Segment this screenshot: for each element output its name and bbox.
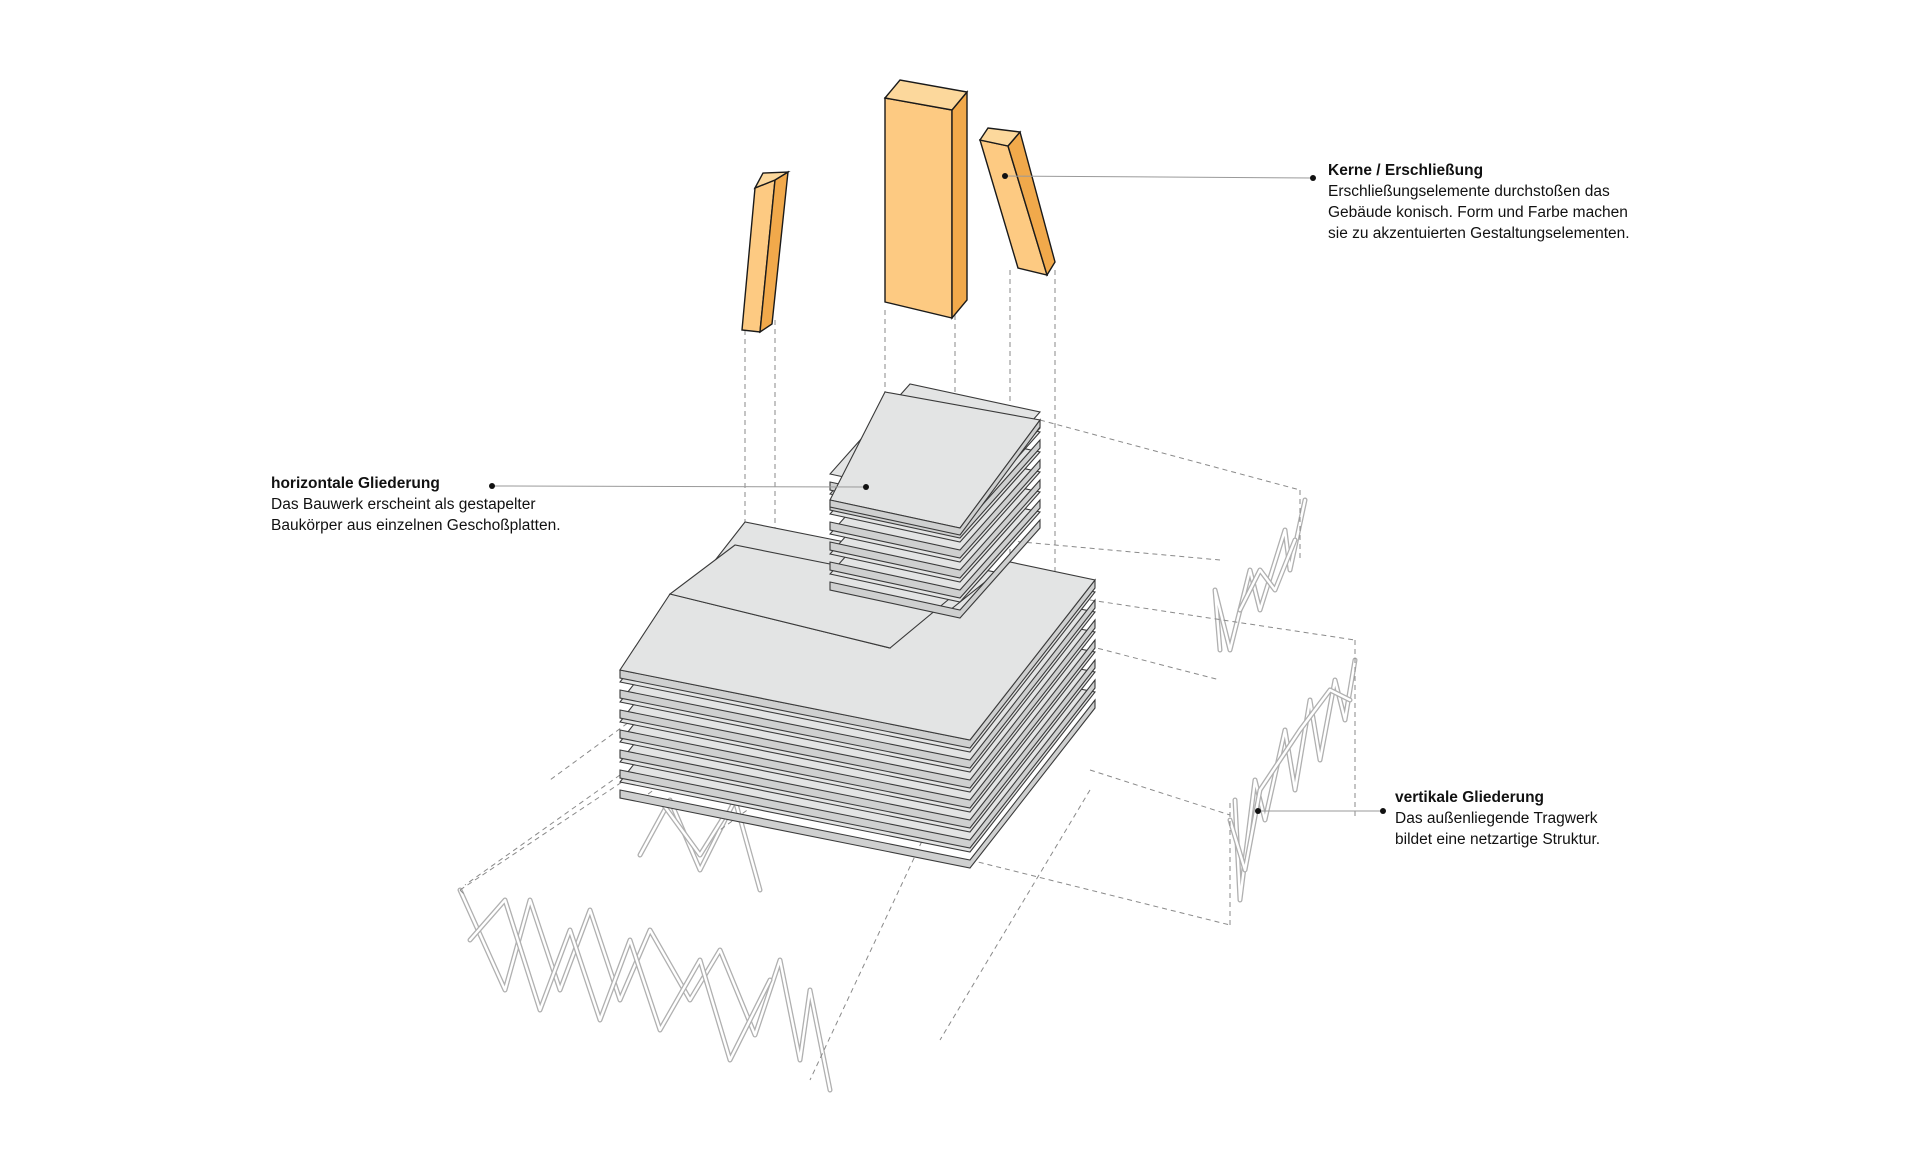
annotation-horizontal-title: horizontale Gliederung: [271, 475, 440, 492]
annotation-vertical-line: bildet eine netzartige Struktur.: [1395, 831, 1601, 848]
annotation-horizontal: horizontale Gliederung Das Bauwerk ersch…: [271, 473, 561, 536]
annotation-kerne-line: Gebäude konisch. Form und Farbe machen: [1328, 204, 1628, 221]
annotation-vertical-line: Das außenliegende Tragwerk: [1395, 810, 1598, 827]
core-right: [978, 127, 1056, 277]
facade-truss-side: [1212, 497, 1358, 903]
annotation-vertical: vertikale Gliederung Das außenliegende T…: [1395, 787, 1600, 850]
annotation-kerne-title: Kerne / Erschließung: [1328, 162, 1484, 179]
projection-lines: [459, 270, 1356, 1081]
facade-truss-under: [637, 797, 763, 893]
leader-vertical: [1255, 808, 1386, 814]
upper-slab-stack: [828, 383, 1042, 619]
core-middle: [883, 79, 969, 320]
core-left: [741, 170, 791, 334]
annotation-kerne-line: sie zu akzentuierten Gestaltungselemente…: [1328, 225, 1630, 242]
lower-slab-stack: [619, 521, 1096, 869]
leader-kerne: [1002, 173, 1316, 181]
annotation-horizontal-line: Baukörper aus einzelnen Geschoßplatten.: [271, 517, 561, 534]
annotation-horizontal-line: Das Bauwerk erscheint als gestapelter: [271, 496, 536, 513]
leader-horizontal: [489, 483, 869, 490]
annotation-kerne-line: Erschließungselemente durchstoßen das: [1328, 183, 1610, 200]
annotation-kerne: Kerne / Erschließung Erschließungselemen…: [1328, 160, 1630, 244]
annotation-vertical-title: vertikale Gliederung: [1395, 789, 1545, 806]
facade-truss-front: [457, 887, 833, 1093]
